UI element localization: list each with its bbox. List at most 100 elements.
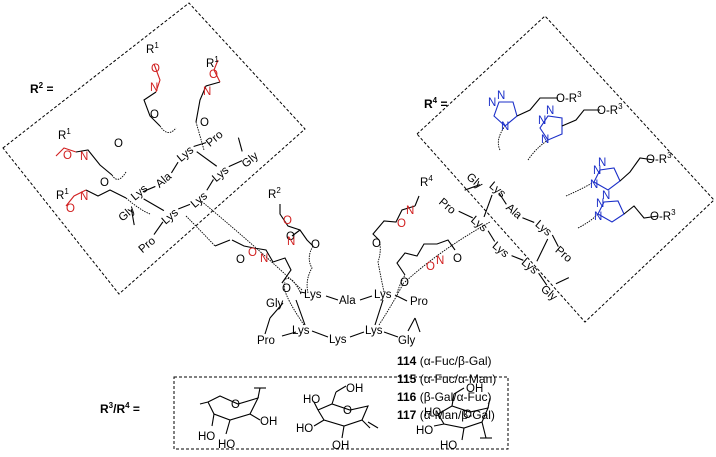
oxime-nitrogen: N <box>80 191 88 203</box>
gly-residue: Gly <box>538 283 559 303</box>
r1-substituent: R1 <box>206 55 219 70</box>
r2-substituent: R2 <box>268 186 281 201</box>
compound-entry: 115 (α-Fuc/α-Man) <box>397 372 497 386</box>
pro-residue: Pro <box>257 335 275 347</box>
lys-residue: Lys <box>487 180 508 201</box>
carbonyl-oxygen: O <box>282 283 291 295</box>
sugar-alpha-mannose: O OH HO HO HO <box>416 383 492 452</box>
svg-text:R4 =: R4 = <box>424 96 447 111</box>
pro-residue: Pro <box>436 196 457 217</box>
lys-residue: Lys <box>304 289 322 301</box>
wavy-linkers <box>185 199 491 326</box>
ala-residue: Ala <box>503 202 524 222</box>
sugar-alpha-fucose: O HO HO OH <box>198 387 277 451</box>
ala-residue: Ala <box>154 170 175 190</box>
o-r3-group: O-R3 <box>650 208 676 223</box>
triazole-nitrogen: N <box>596 198 604 210</box>
pro-residue: Pro <box>137 235 158 256</box>
gly-residue: Gly <box>464 171 485 191</box>
triazole-nitrogen: N <box>593 165 601 177</box>
sugar-dashed-frame <box>173 376 509 450</box>
r1-substituent: R1 <box>146 41 159 56</box>
triazole-nitrogen: N <box>590 179 598 191</box>
central-residue-labels: Lys Ala Lys Gly Pro Pro Lys Lys Lys Gly <box>257 289 428 347</box>
oxime-oxygen: O <box>209 69 218 81</box>
right-cyclopeptide: Lys Ala Lys Gly Pro Pro Lys Lys Lys Gly <box>436 171 574 303</box>
triazole-ring <box>493 101 518 127</box>
o-r3-group: O-R3 <box>646 151 672 166</box>
r1-substituent: R1 <box>58 127 71 142</box>
gly-residue: Gly <box>266 298 284 310</box>
svg-text:R2 =: R2 = <box>30 81 53 96</box>
oxime-oxygen: O <box>283 215 292 227</box>
hydroxyl-label: HO <box>440 440 457 452</box>
triazole-nitrogen: N <box>602 190 610 202</box>
compound-entry: 114 (α-Fuc/β-Gal) <box>397 354 492 368</box>
oxime-nitrogen: N <box>260 253 268 265</box>
hydroxyl-label: HO <box>218 439 235 451</box>
lys-residue: Lys <box>292 325 310 337</box>
oxime-nitrogen: N <box>150 82 158 94</box>
hydroxyl-label: HO <box>424 407 441 419</box>
arm-oxygen: O <box>286 231 295 243</box>
triazole-nitrogen: N <box>497 90 505 102</box>
carbonyl-oxygen: O <box>400 277 409 289</box>
ala-residue: Ala <box>339 295 356 307</box>
hydroxyl-label: HO <box>303 394 320 406</box>
oxime-nitrogen: N <box>203 86 211 98</box>
triazole-nitrogen: N <box>598 157 606 169</box>
ring-oxygen: O <box>463 409 472 421</box>
lys-residue: Lys <box>329 334 347 346</box>
ring-oxygen: O <box>343 405 352 417</box>
lys-residue: Lys <box>374 289 392 301</box>
triazole-nitrogen: N <box>594 211 602 223</box>
hydroxyl-label: OH <box>332 440 349 452</box>
r1-substituent: R1 <box>56 187 69 202</box>
lys-residue: Lys <box>189 190 210 211</box>
oxime-oxygen: O <box>397 218 406 230</box>
pro-residue: Pro <box>204 129 225 150</box>
r4-dashed-frame <box>416 15 715 323</box>
arm-oxygen: O <box>453 253 462 265</box>
oxime-oxygen: O <box>151 63 160 75</box>
hydroxyl-label: HO <box>198 431 215 443</box>
hydroxyl-label: HO <box>416 425 433 437</box>
compound-entry: 116 (β-Gal/α-Fuc) <box>397 390 492 404</box>
triazole-nitrogen: N <box>541 134 549 146</box>
hydroxyl-label: OH <box>346 383 363 395</box>
triazole-nitrogen: N <box>538 115 546 127</box>
carbonyl-oxygen: O <box>372 238 381 250</box>
r3-r4-definition-label: R3/R4 = <box>100 401 140 416</box>
triazole-ring <box>593 167 621 191</box>
central-arm-atoms: R2 O O N O R4 O N O O O N O O O N O <box>236 174 462 295</box>
pro-residue: Pro <box>553 244 574 265</box>
compound-entry: 117 (α-Man/β-Gal) <box>397 408 495 422</box>
lys-residue: Lys <box>533 218 554 239</box>
hydroxyl-label: OH <box>466 383 483 395</box>
frames <box>2 2 715 450</box>
r4-definition-label: R4 = <box>424 96 447 111</box>
central-oxime-arms <box>214 195 456 284</box>
o-r3-group: O-R3 <box>556 90 582 105</box>
oxime-nitrogen: N <box>406 205 414 217</box>
oxime-nitrogen: N <box>436 255 444 267</box>
compound-legend: 114 (α-Fuc/β-Gal) 115 (α-Fuc/α-Man) 116 … <box>397 352 557 424</box>
sugar-beta-galactose: O OH HO HO OH <box>296 383 379 452</box>
left-cyclopeptide: Lys Ala Lys Gly Pro Pro Lys Lys Lys Gly <box>117 129 261 256</box>
oxime-oxygen: O <box>63 150 72 162</box>
ring-oxygen: O <box>231 399 240 411</box>
carbonyl-oxygen: O <box>311 239 320 251</box>
lys-residue: Lys <box>210 164 231 185</box>
carbonyl-oxygen: O <box>150 109 159 121</box>
lys-residue: Lys <box>129 183 150 204</box>
gly-residue: Gly <box>398 335 416 347</box>
pro-residue: Pro <box>410 296 428 308</box>
central-cyclopeptide <box>264 291 421 338</box>
triazole-nitrogen: N <box>488 97 496 109</box>
triazole-ring <box>597 200 625 223</box>
lys-residue: Lys <box>175 144 196 165</box>
svg-text:R3/R4 =: R3/R4 = <box>100 401 140 416</box>
gly-residue: Gly <box>240 150 261 170</box>
triazole-nitrogen: N <box>546 105 554 117</box>
